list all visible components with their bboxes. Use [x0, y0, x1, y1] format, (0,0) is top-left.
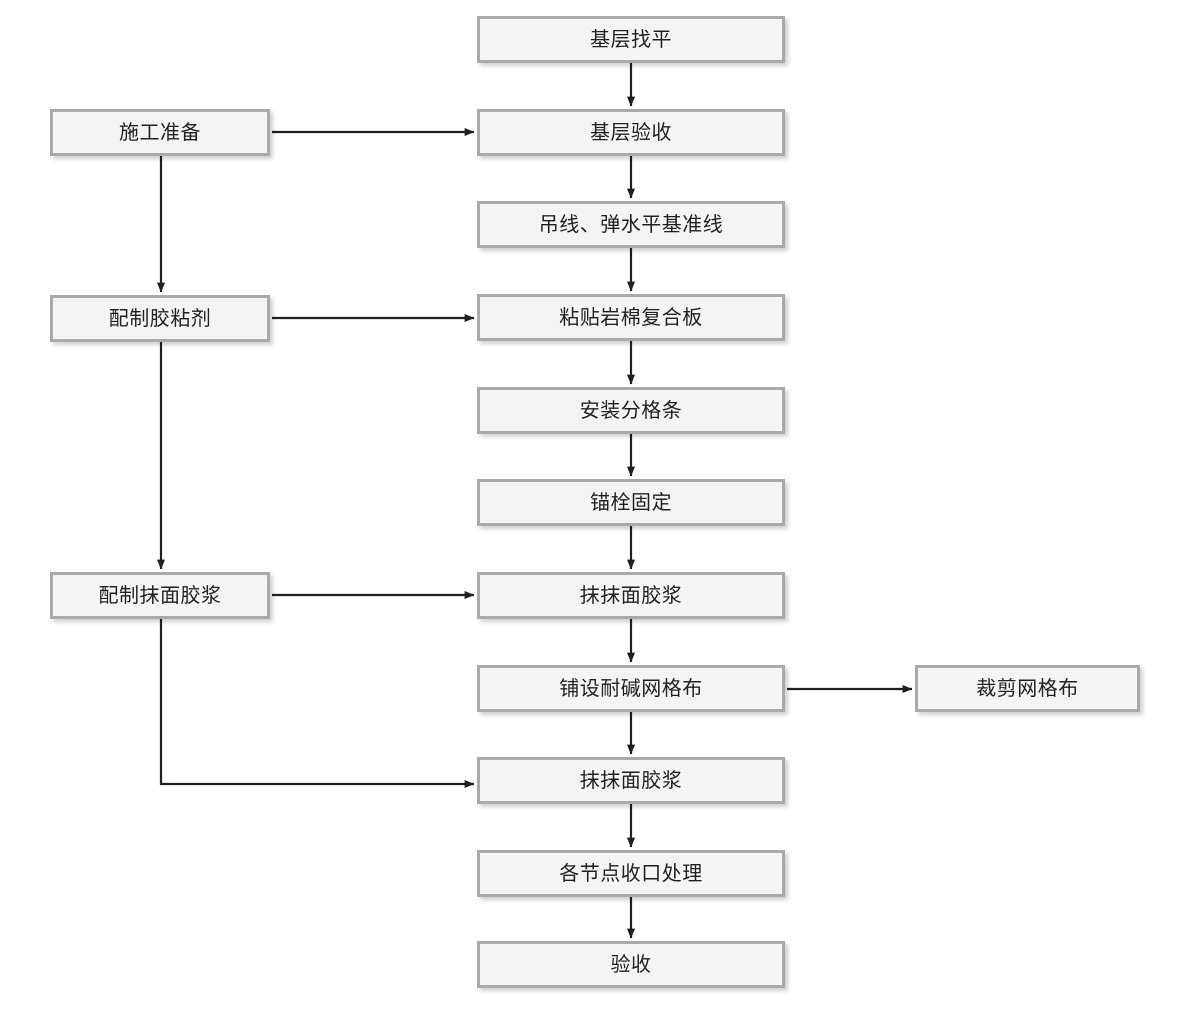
node-基层验收[interactable]: 基层验收 — [477, 109, 785, 156]
node-label: 锚栓固定 — [590, 491, 672, 514]
node-label: 吊线、弹水平基准线 — [538, 213, 724, 236]
node-label: 铺设耐碱网格布 — [559, 677, 703, 700]
node-抹抹面胶浆-1[interactable]: 抹抹面胶浆 — [477, 572, 785, 619]
node-label: 配制抹面胶浆 — [98, 584, 222, 607]
node-铺设耐碱网格布[interactable]: 铺设耐碱网格布 — [477, 665, 785, 712]
node-验收[interactable]: 验收 — [477, 941, 785, 988]
node-label: 基层验收 — [590, 121, 672, 144]
node-label: 粘贴岩棉复合板 — [559, 306, 703, 329]
node-label: 验收 — [610, 953, 652, 976]
node-抹抹面胶浆-2[interactable]: 抹抹面胶浆 — [477, 757, 785, 804]
node-label: 安装分格条 — [579, 399, 683, 422]
node-基层找平[interactable]: 基层找平 — [477, 16, 785, 63]
node-粘贴岩棉复合板[interactable]: 粘贴岩棉复合板 — [477, 294, 785, 341]
node-label: 抹抹面胶浆 — [579, 584, 683, 607]
node-配制胶粘剂[interactable]: 配制胶粘剂 — [50, 295, 270, 342]
node-吊线弹水平基准线[interactable]: 吊线、弹水平基准线 — [477, 201, 785, 248]
node-各节点收口处理[interactable]: 各节点收口处理 — [477, 850, 785, 897]
node-label: 各节点收口处理 — [559, 862, 703, 885]
node-锚栓固定[interactable]: 锚栓固定 — [477, 479, 785, 526]
node-label: 裁剪网格布 — [976, 677, 1079, 700]
connector-left3-main9 — [159, 619, 475, 788]
node-label: 抹抹面胶浆 — [579, 769, 683, 792]
node-施工准备[interactable]: 施工准备 — [50, 109, 270, 156]
node-安装分格条[interactable]: 安装分格条 — [477, 387, 785, 434]
node-裁剪网格布[interactable]: 裁剪网格布 — [915, 665, 1140, 712]
node-label: 基层找平 — [590, 28, 672, 51]
node-label: 施工准备 — [119, 121, 201, 144]
node-配制抹面胶浆[interactable]: 配制抹面胶浆 — [50, 572, 270, 619]
node-label: 配制胶粘剂 — [108, 307, 212, 330]
